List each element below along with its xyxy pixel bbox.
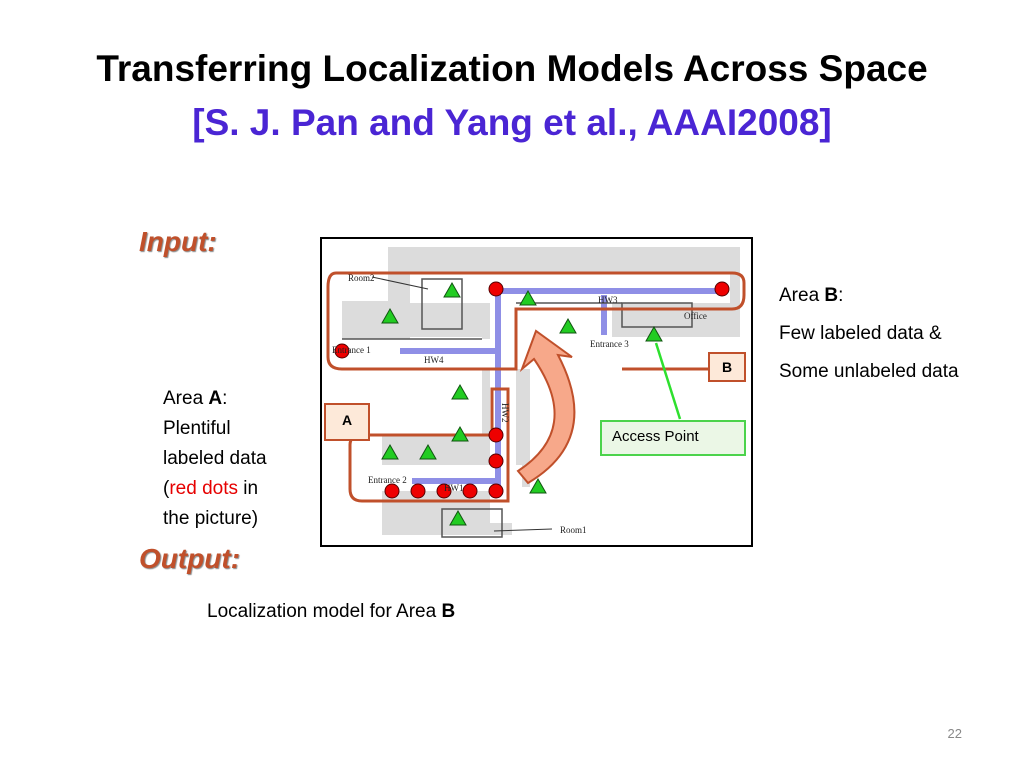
access-point-label: Access Point (600, 420, 746, 456)
map-label-entrance3: Entrance 3 (590, 339, 629, 349)
map-label-entrance2: Entrance 2 (368, 475, 407, 485)
area-b-prefix: Area (779, 285, 825, 306)
slide-citation: [S. J. Pan and Yang et al., AAAI2008] (192, 102, 832, 143)
box-a-label: A (324, 403, 370, 441)
area-b-letter: B (824, 285, 839, 306)
map-label-hw4: HW4 (424, 355, 444, 365)
area-b-line3: Some unlabeled data (779, 361, 959, 382)
map-label-hw3: HW3 (598, 295, 618, 305)
labeled-points (334, 281, 730, 499)
area-b-suffix: : (838, 285, 844, 306)
area-a-line3: labeled data (163, 448, 267, 469)
area-a-paren: ( (163, 478, 170, 499)
slide-title: Transferring Localization Models Across … (96, 48, 928, 89)
room1-pointer (493, 528, 553, 532)
transfer-arrow (516, 329, 576, 485)
area-a-text: Area A: Plentiful labeled data (red dots… (163, 384, 267, 534)
area-b-line1: Area B: (779, 281, 959, 311)
area-a-line5: the picture) (163, 508, 259, 529)
output-text: Localization model for Area B (207, 597, 455, 627)
area-b-line2: Few labeled data & (779, 323, 942, 344)
output-text-body: Localization model for Area (207, 601, 442, 622)
access-point-pointer (654, 342, 682, 420)
box-b-label: B (708, 352, 746, 382)
area-a-red-dots: red dots (169, 478, 238, 499)
area-a-letter: A (208, 388, 223, 409)
map-label-office: Office (684, 311, 707, 321)
area-a-suffix: : (222, 388, 228, 409)
access-points (381, 281, 663, 526)
floor-map (326, 247, 746, 538)
room2-pointer (371, 276, 429, 290)
area-a-in: in (237, 478, 259, 499)
area-a-prefix: Area (163, 388, 209, 409)
map-label-room1: Room1 (560, 525, 587, 535)
output-letter: B (441, 601, 456, 622)
area-b-text: Area B: Few labeled data & Some unlabele… (779, 281, 959, 387)
map-label-entrance1: Entrance 1 (332, 345, 371, 355)
area-a-line1: Area A: (163, 384, 267, 414)
page-number: 22 (947, 726, 962, 741)
output-heading: Output: (139, 543, 241, 574)
input-heading: Input: (139, 226, 217, 257)
map-label-hw2: HW2 (500, 403, 510, 423)
area-a-line2: Plentiful (163, 418, 231, 439)
map-label-hw1: HW1 (444, 483, 464, 493)
region-b-outline (326, 271, 746, 371)
floor-map-figure: Room2 Room1 Office HW3 HW4 HW2 HW1 Entra… (320, 237, 753, 547)
area-a-line4: (red dots in (163, 474, 267, 504)
map-label-room2: Room2 (348, 273, 375, 283)
